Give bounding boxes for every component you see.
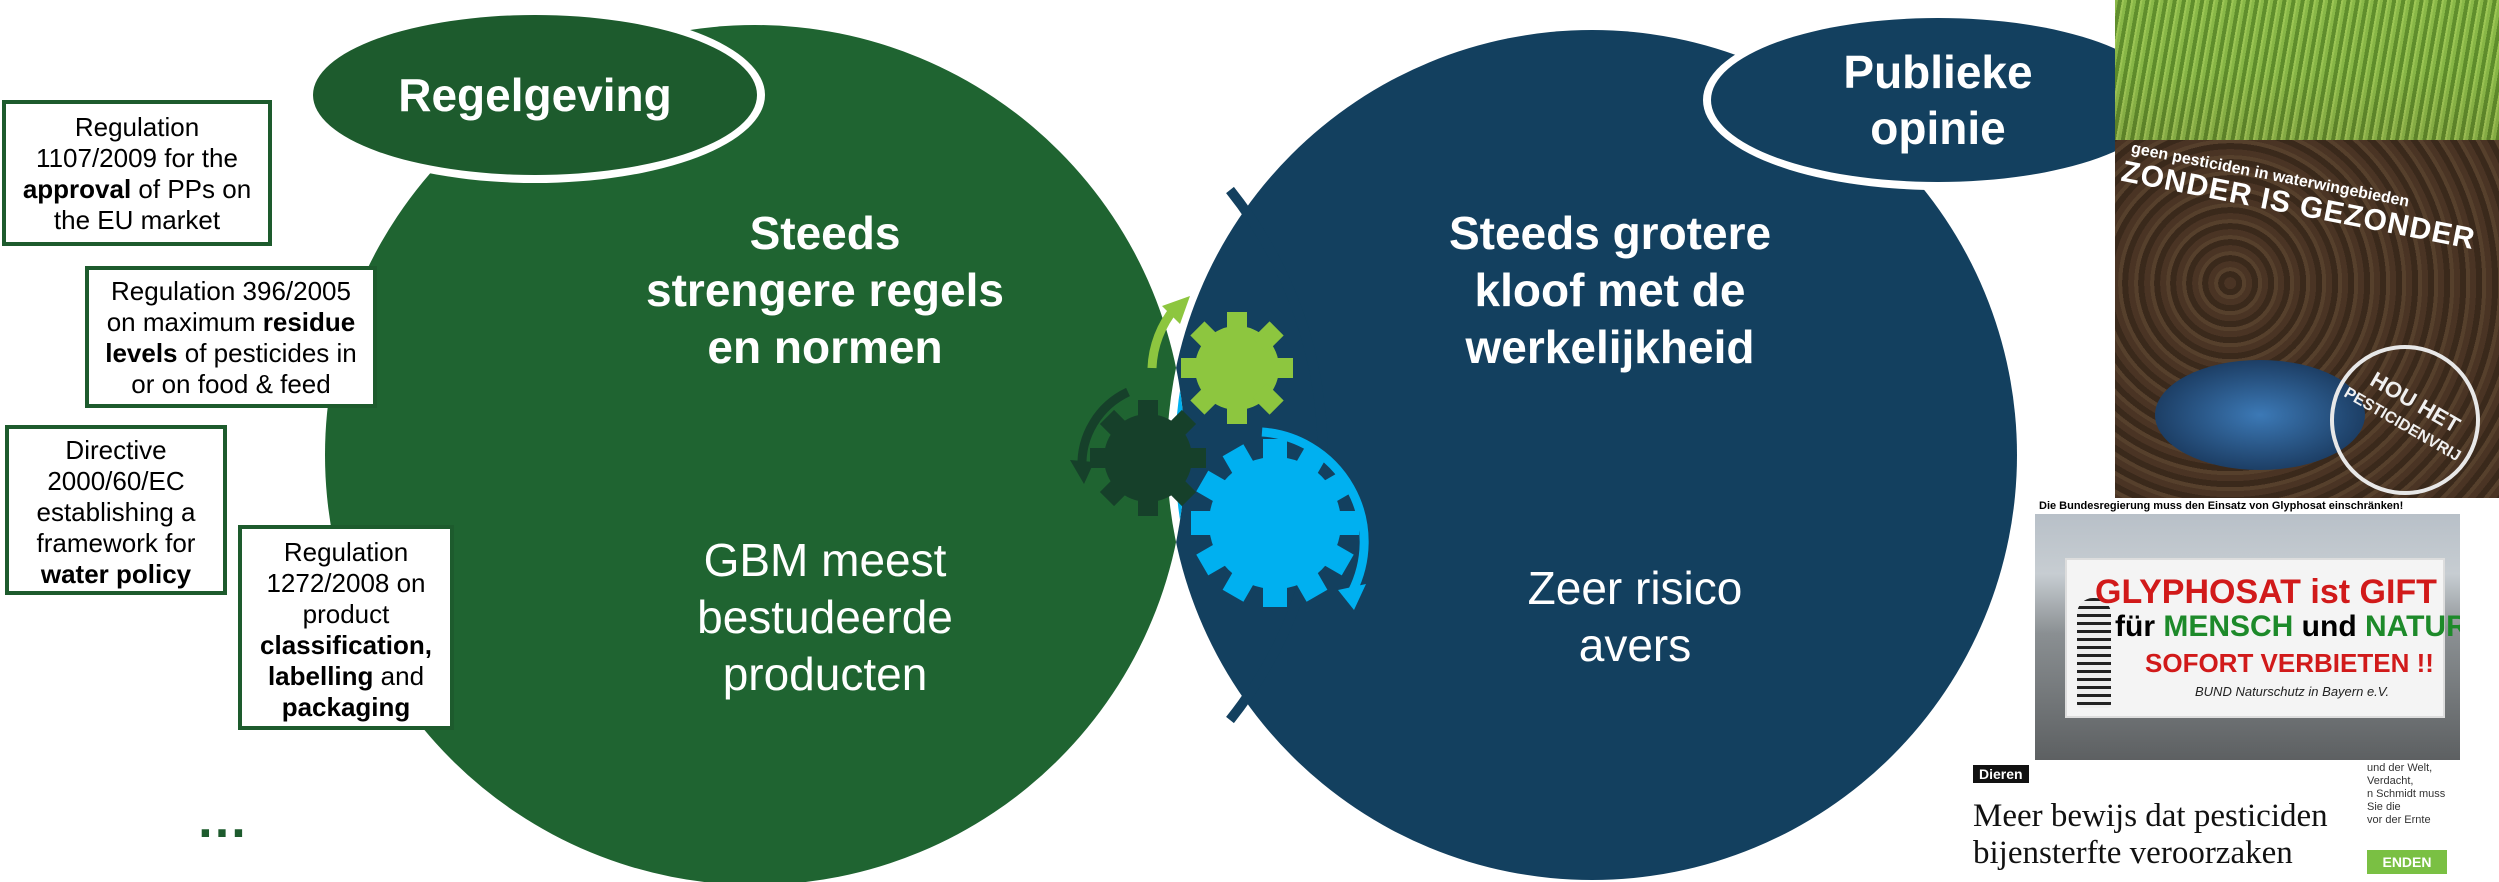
side-line-6: vor der Ernte: [2367, 814, 2431, 826]
reg2-text-a: Regulation 396/2005 on maximum: [106, 276, 351, 337]
right-circle-body: Zeer risico avers: [1435, 560, 1835, 674]
right-heading-line-1: Steeds grotere: [1448, 207, 1772, 259]
article-title-line-1: Meer bewijs dat pesticiden: [1973, 798, 2328, 834]
glyphosat-protest-photo: Die Bundesregierung muss den Einsatz von…: [2035, 498, 2460, 760]
news-article-snippet[interactable]: Dieren und der Welt, Verdacht, n Schmidt…: [1970, 760, 2499, 882]
directive-box-2000-60-ec: Directive 2000/60/EC establishing a fram…: [5, 425, 227, 595]
side-line-2: Verdacht,: [2367, 775, 2414, 787]
reg4-text-bold-2: packaging: [281, 692, 411, 722]
banner-und: und: [2293, 610, 2365, 643]
protest-banner: [2065, 558, 2445, 718]
ellipsis-more: …: [196, 791, 248, 849]
dark-arrow-icon: [1077, 387, 1131, 469]
left-body-line-1: GBM meest: [703, 534, 947, 586]
right-heading-line-3: werkelijkheid: [1465, 321, 1755, 373]
banner-glyphosat: GLYPHOSAT ist: [2095, 573, 2360, 611]
blue-arrowhead-icon: [1338, 584, 1366, 610]
groundwater-graphic: [2155, 360, 2365, 470]
reg1-text-bold: approval: [22, 174, 132, 204]
regulation-box-1272-2008: Regulation 1272/2008 on product classifi…: [238, 525, 454, 730]
banner-line-3: SOFORT VERBIETEN !!: [2145, 648, 2434, 678]
right-circle-heading: Steeds grotere kloof met de werkelijkhei…: [1385, 205, 1835, 376]
left-circle-heading: Steeds strengere regels en normen: [600, 205, 1050, 376]
article-title[interactable]: Meer bewijs dat pesticiden bijensterfte …: [1973, 798, 2373, 872]
article-send-button[interactable]: ENDEN: [2367, 850, 2447, 874]
banner-gift: GIFT: [2359, 573, 2437, 611]
side-line-3: n Schmidt muss: [2367, 788, 2446, 800]
reg1-text-a: Regulation 1107/2009 for the: [36, 112, 238, 173]
right-heading-line-2: kloof met de: [1474, 264, 1746, 316]
left-body-line-3: producten: [722, 648, 928, 700]
right-body-line-1: Zeer risico: [1527, 562, 1743, 614]
reg4-text-b: and: [373, 661, 425, 691]
banner-line-4: BUND Naturschutz in Bayern e.V.: [2195, 684, 2390, 699]
regulation-box-1107-2009: Regulation 1107/2009 for the approval of…: [2, 100, 272, 246]
publieke-opinie-line-1: Publieke: [1843, 46, 2033, 98]
left-heading-line-1: Steeds: [749, 207, 901, 259]
regelgeving-label: Regelgeving: [398, 69, 672, 121]
dark-arrowhead-icon: [1070, 460, 1094, 484]
banner-mensch: MENSCH: [2163, 610, 2294, 643]
article-side-text: und der Welt, Verdacht, n Schmidt muss S…: [2367, 762, 2499, 827]
banner-line-2: für MENSCH und NATUR: [2115, 610, 2460, 644]
dark-green-gear-icon: [1090, 400, 1206, 516]
banner-fur: für: [2115, 610, 2164, 643]
regulation-circle: [325, 25, 1185, 882]
left-heading-line-2: strengere regels: [646, 264, 1004, 316]
left-circle-body: GBM meest bestudeerde producten: [625, 532, 1025, 703]
side-line-1: und der Welt,: [2367, 762, 2433, 774]
publieke-opinie-label: Publieke opinie: [1738, 44, 2138, 156]
grass-graphic: [2115, 0, 2499, 140]
regulation-box-396-2005: Regulation 396/2005 on maximum residue l…: [85, 266, 377, 408]
reg3-text-bold: water policy: [40, 559, 192, 589]
banner-natur: NATUR: [2365, 610, 2460, 643]
side-line-5: Sie die: [2367, 801, 2401, 813]
green-arrowhead-icon: [1162, 296, 1190, 324]
article-category-tag: Dieren: [1973, 765, 2029, 783]
reg1-text-b: of PPs on the EU market: [53, 174, 252, 235]
publieke-opinie-oval: [1711, 18, 2165, 182]
light-green-gear-icon: [1181, 312, 1293, 424]
reg4-text-a: Regulation 1272/2008 on product: [266, 537, 426, 629]
left-body-line-2: bestudeerde: [697, 591, 953, 643]
photo-header: Die Bundesregierung muss den Einsatz von…: [2039, 500, 2404, 512]
reg2-text-b: of pesticides in or on food & feed: [131, 338, 357, 399]
left-heading-line-3: en normen: [707, 321, 943, 373]
public-opinion-circle: [1167, 30, 2017, 880]
skeleton-icon: [2077, 598, 2111, 708]
right-body-line-2: avers: [1578, 619, 1692, 671]
pesticide-poster-image: geen pesticiden in waterwingebieden ZOND…: [2115, 0, 2499, 498]
regelgeving-oval: [313, 15, 757, 175]
article-title-line-2: bijensterfte veroorzaken: [1973, 835, 2293, 871]
reg3-text-a: Directive 2000/60/EC establishing a fram…: [36, 435, 196, 558]
reg4-text-bold-1: classification, labelling: [260, 630, 432, 691]
banner-line-1: GLYPHOSAT ist GIFT: [2095, 573, 2437, 612]
reg2-text-bold: residue levels: [105, 307, 356, 368]
blue-arrow-icon: [1261, 427, 1369, 595]
publieke-opinie-line-2: opinie: [1870, 102, 2006, 154]
